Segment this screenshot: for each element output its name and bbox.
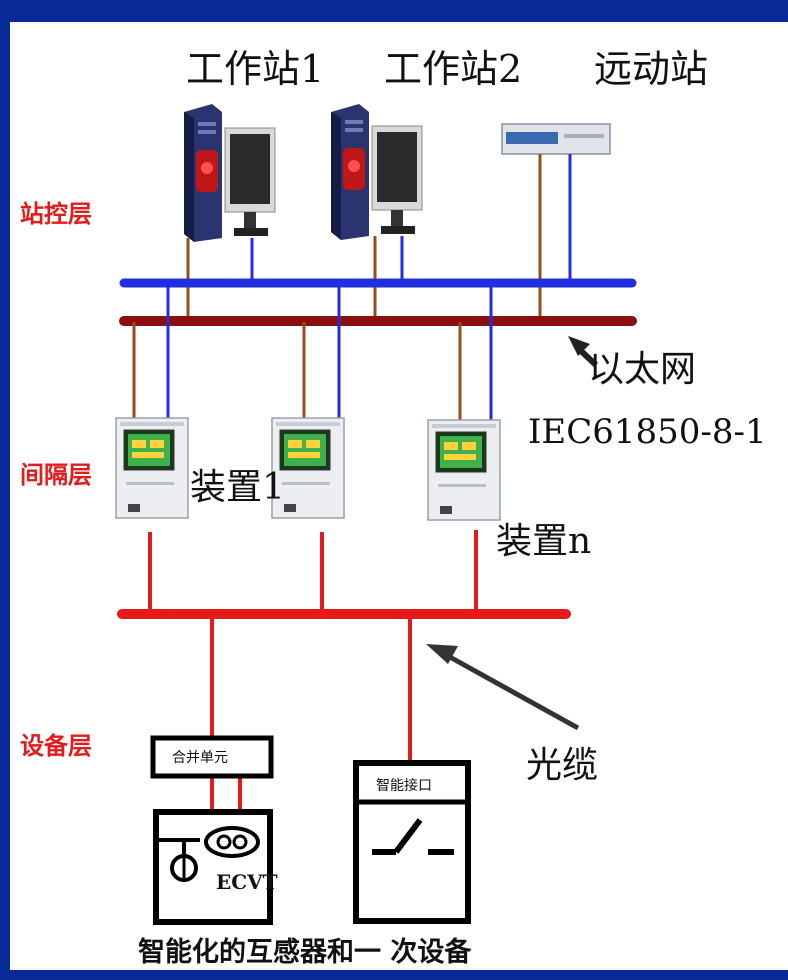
- monitor-icon: [224, 127, 276, 236]
- telecontrol-station-label: 远动站: [594, 47, 709, 91]
- fiber-label: 光缆: [526, 745, 599, 786]
- protection-device-icon: [427, 419, 501, 521]
- bay-device-n: [427, 419, 501, 521]
- merging-unit-box: [150, 735, 274, 779]
- ecvt-box: [153, 809, 273, 925]
- bay-device-1: [115, 417, 189, 519]
- bay-layer-label: 间隔层: [20, 461, 92, 489]
- smart-interface-box: [353, 760, 471, 924]
- ethernet-label: 以太网: [588, 349, 697, 390]
- protection-device-icon: [271, 417, 345, 519]
- protection-device-icon: [115, 417, 189, 519]
- device-layer-label: 设备层: [20, 732, 92, 760]
- station-control-layer-label: 站控层: [20, 200, 92, 228]
- fiber-drops: [148, 530, 478, 812]
- bay-device-2: [271, 417, 345, 519]
- rtu-unit-icon: [501, 123, 611, 155]
- smart-interface-label: 智能接口: [376, 778, 432, 794]
- bay-wires: [132, 283, 493, 422]
- workstation-2: [331, 104, 423, 240]
- merging-unit-label: 合并单元: [172, 750, 228, 766]
- ecvt-label: ECVT: [216, 870, 278, 894]
- workstation-2-label: 工作站2: [384, 47, 523, 91]
- server-tower-icon: [184, 104, 222, 242]
- server-tower-icon: [331, 104, 369, 240]
- fiber-pointer-arrow: [426, 644, 580, 731]
- device-n-label: 装置n: [496, 521, 592, 562]
- switch-symbol-icon: [372, 818, 454, 855]
- device-1-label: 装置1: [190, 467, 285, 508]
- workstation-1-label: 工作站1: [186, 47, 325, 91]
- ethernet-pointer-arrow: [568, 336, 599, 368]
- protocol-label: IEC61850-8-1: [528, 412, 767, 452]
- monitor-icon: [371, 125, 423, 234]
- diagram-caption: 智能化的互感器和一 次设备: [138, 937, 472, 968]
- workstation-1: [184, 104, 276, 242]
